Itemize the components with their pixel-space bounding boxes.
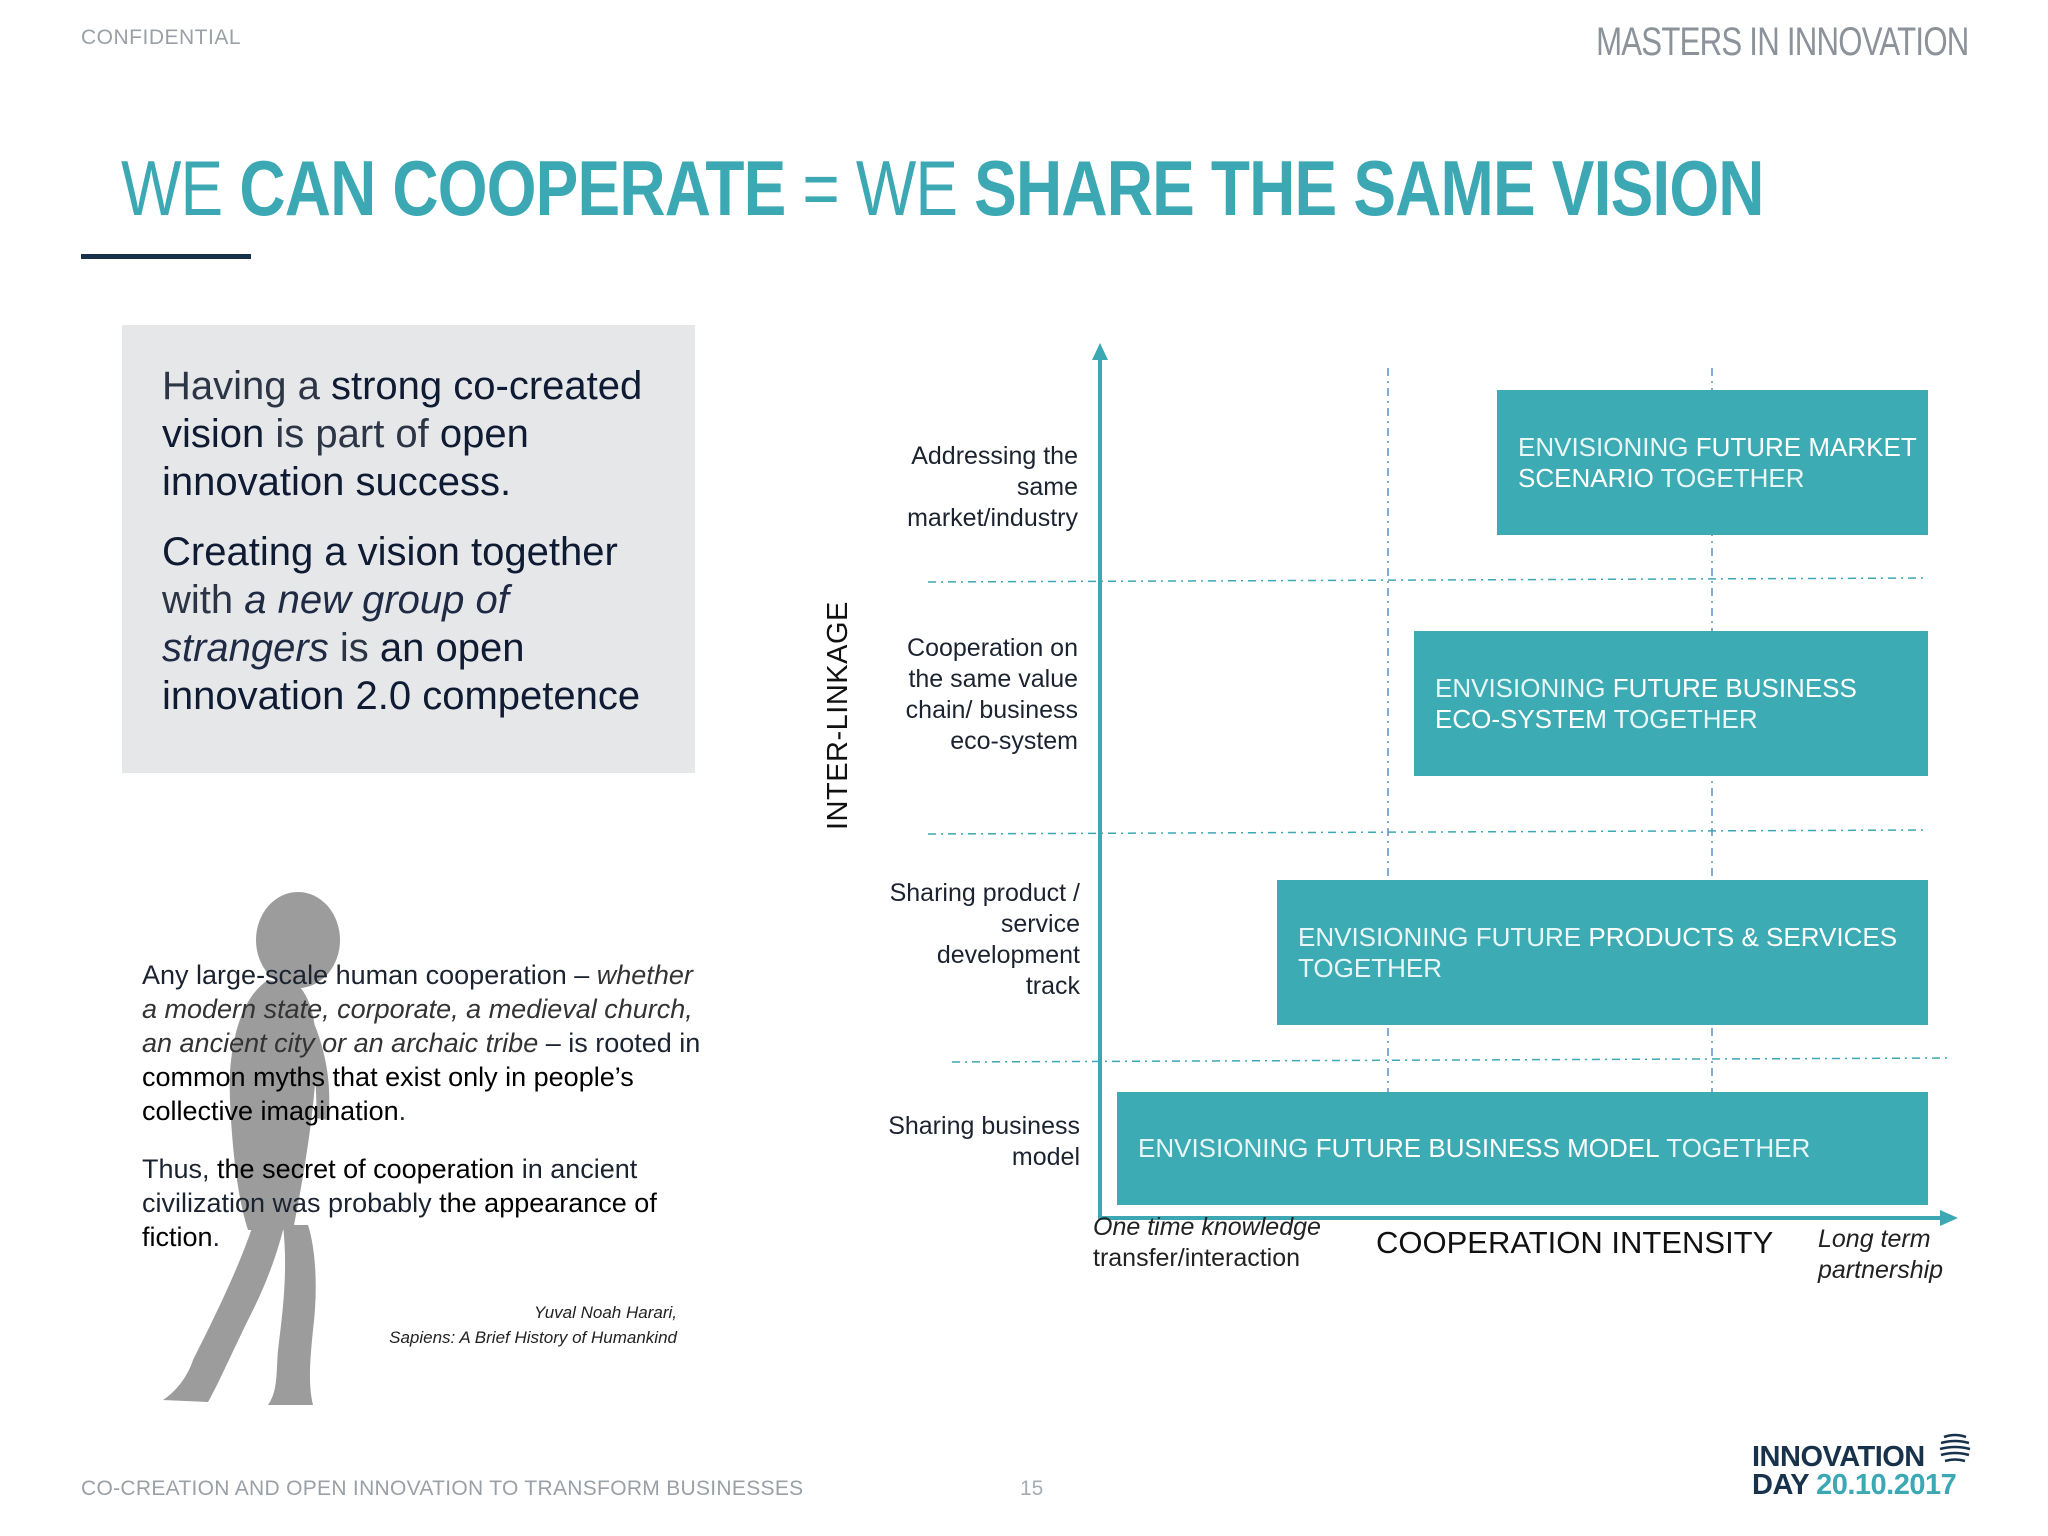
vision-paragraph-2: Creating a vision together with a new gr… <box>162 528 682 720</box>
text-run: Having a <box>162 364 331 408</box>
title-part: WE <box>121 144 240 232</box>
vision-panel <box>122 325 695 773</box>
innovation-day-logo: INNOVATION DAY 20.10.2017 <box>1752 1441 1957 1501</box>
text-run-strong: FUTURE MARKET SCENARIO <box>1518 431 1917 493</box>
text-run-strong: common myths that exist only in people’s… <box>142 1062 634 1126</box>
y-axis-arrow <box>1092 343 1108 1218</box>
text-run: TOGETHER <box>1653 462 1805 493</box>
row-label-market: Addressing the same market/industry <box>907 442 1078 532</box>
x-axis-max-label: Long term partnership <box>1818 1224 1943 1286</box>
row-divider-1 <box>927 577 1929 583</box>
text-run: ENVISIONING <box>1138 1133 1316 1163</box>
text-run-strong: an open innovation 2.0 competence <box>162 626 641 718</box>
x-axis-arrow <box>1098 1210 1958 1226</box>
text-run-strong: FUTURE BUSINESS ECO-SYSTEM <box>1435 672 1857 734</box>
confidential-label: CONFIDENTIAL <box>81 26 242 49</box>
text-run-strong: the secret of cooperation <box>217 1154 515 1184</box>
title-part-bold: SHARE THE SAME VISION <box>974 144 1764 232</box>
event-date: 20.10.2017 <box>1816 1469 1957 1501</box>
text-run-strong: strong co-created vision <box>162 364 643 456</box>
text-run: TOGETHER <box>1606 703 1758 734</box>
bar-future-market-scenario: ENVISIONING FUTURE MARKET SCENARIO TOGET… <box>1497 390 1928 535</box>
event-date-line: DAY 20.10.2017 <box>1752 1469 1957 1501</box>
y-axis-label: INTER-LINKAGE <box>822 601 854 830</box>
text-run: ENVISIONING FUTURE <box>1298 921 1589 952</box>
text-run: TOGETHER <box>1659 1133 1811 1163</box>
text-run: . <box>212 1222 221 1252</box>
vision-statement: Having a strong co-created vision is par… <box>162 362 682 742</box>
text-run: Any large-scale human cooperation – <box>142 960 597 990</box>
row-label-product-track: Sharing product / service development tr… <box>889 879 1080 1000</box>
text-run: with <box>162 578 245 622</box>
text-run: in ancient civilization was probably <box>142 1154 638 1218</box>
text-run-strong: open innovation success. <box>162 412 529 504</box>
page-title: WE CAN COOPERATE = WE SHARE THE SAME VIS… <box>121 143 1765 234</box>
quote-paragraph-2: Thus, the secret of cooperation in ancie… <box>142 1152 702 1254</box>
bar-text: ENVISIONING FUTURE BUSINESS MODEL TOGETH… <box>1138 1133 1810 1164</box>
text-run-strong: Creating a vision together <box>162 530 618 574</box>
row-divider-2 <box>927 829 1929 835</box>
globe-icon <box>1939 1433 1971 1463</box>
quote-paragraph-1: Any large-scale human cooperation – whet… <box>142 958 702 1128</box>
x-min-line-1: One time knowledge <box>1093 1213 1321 1241</box>
title-part: = WE <box>785 144 975 232</box>
row-label-value-chain: Cooperation on the same value chain/ bus… <box>905 634 1078 755</box>
text-run-strong: FUTURE BUSINESS MODEL <box>1315 1133 1660 1163</box>
row-divider-3 <box>951 1057 1953 1063</box>
text-run-strong: PRODUCTS & SERVICES <box>1588 921 1898 952</box>
bar-future-business-model: ENVISIONING FUTURE BUSINESS MODEL TOGETH… <box>1117 1092 1928 1205</box>
quote-attribution: Yuval Noah Harari, Sapiens: A Brief Hist… <box>389 1300 677 1350</box>
child-silhouette-image <box>163 892 340 1405</box>
harari-quote: Any large-scale human cooperation – whet… <box>142 958 702 1278</box>
x-max-line-1: Long term <box>1818 1225 1931 1253</box>
text-run: – is rooted in <box>538 1028 701 1058</box>
event-name: INNOVATION <box>1752 1441 1925 1473</box>
x-axis-min-label: One time knowledge transfer/interaction <box>1093 1212 1321 1274</box>
x-min-line-2: transfer/interaction <box>1093 1244 1301 1272</box>
footer-subtitle: CO-CREATION AND OPEN INNOVATION TO TRANS… <box>81 1477 804 1500</box>
title-part-bold: CAN COOPERATE <box>239 144 786 232</box>
text-run-italic: whether a modern state, corporate, a med… <box>142 960 693 1058</box>
text-run: Thus, <box>142 1154 218 1184</box>
title-underline <box>81 254 251 259</box>
text-run: is part of <box>264 412 440 456</box>
text-run: . <box>398 1096 407 1126</box>
row-label-business-model: Sharing business model <box>888 1112 1080 1171</box>
text-run: ENVISIONING <box>1435 672 1613 703</box>
bar-text: ENVISIONING FUTURE BUSINESS ECO-SYSTEM T… <box>1435 673 1928 735</box>
text-run: TOGETHER <box>1298 952 1442 983</box>
brand-logo-text: MASTERS IN INNOVATION <box>1596 20 1970 64</box>
bar-text: ENVISIONING FUTURE MARKET SCENARIO TOGET… <box>1518 432 1928 494</box>
text-run-italic: a new group of strangers <box>162 578 509 670</box>
page-number: 15 <box>1020 1477 1044 1500</box>
x-axis-label: COOPERATION INTENSITY <box>1376 1225 1774 1260</box>
bar-future-products-services: ENVISIONING FUTURE PRODUCTS & SERVICES T… <box>1277 880 1928 1025</box>
bar-text: ENVISIONING FUTURE PRODUCTS & SERVICES T… <box>1298 922 1928 984</box>
attribution-author: Yuval Noah Harari, <box>534 1303 677 1322</box>
text-run: is <box>328 626 380 670</box>
bar-future-business-ecosystem: ENVISIONING FUTURE BUSINESS ECO-SYSTEM T… <box>1414 631 1928 776</box>
attribution-book: Sapiens: A Brief History of Humankind <box>389 1328 677 1347</box>
x-max-line-2: partnership <box>1818 1256 1944 1284</box>
text-run: ENVISIONING <box>1518 431 1696 462</box>
text-run-strong: the appearance of fiction <box>142 1188 657 1252</box>
event-day-word: DAY <box>1752 1469 1817 1501</box>
vision-paragraph-1: Having a strong co-created vision is par… <box>162 362 682 506</box>
